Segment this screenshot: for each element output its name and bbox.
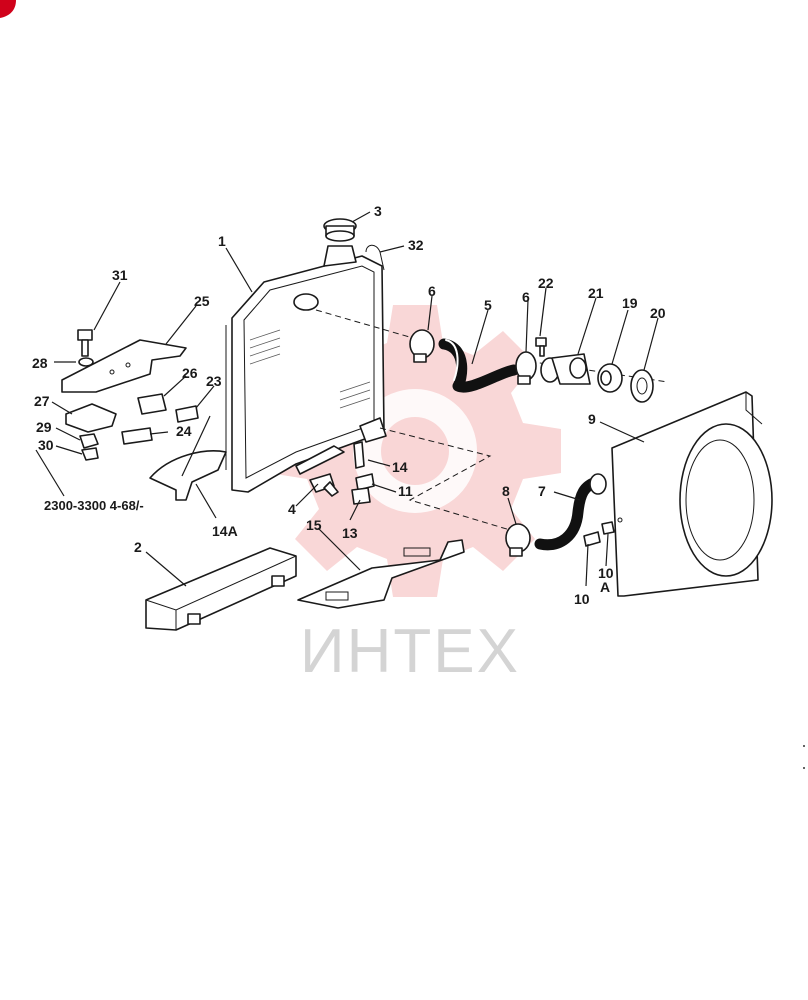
pipe-14 <box>353 441 365 469</box>
clamp-6-left <box>409 329 435 363</box>
corner-marker <box>0 0 16 18</box>
overflow-tube-32 <box>365 244 385 271</box>
fitting-11 <box>355 473 375 491</box>
callout-10-A: A <box>600 579 610 595</box>
callout-14A: 14A <box>212 523 238 539</box>
callout-1: 1 <box>218 233 226 249</box>
bolt-10-right <box>601 521 615 535</box>
callout-21: 21 <box>588 285 604 301</box>
callout-31: 31 <box>112 267 128 283</box>
shield-14A <box>149 450 227 501</box>
gasket-20 <box>630 369 654 403</box>
bolt-22 <box>535 337 547 357</box>
radiator-1 <box>225 255 387 493</box>
callout-29: 29 <box>36 419 52 435</box>
plate-24 <box>121 427 153 445</box>
clip-23 <box>175 405 199 423</box>
callout-15: 15 <box>306 517 322 533</box>
callout-2: 2 <box>134 539 142 555</box>
nut-29 <box>79 433 99 449</box>
radiator-core-mesh <box>249 329 371 409</box>
drain-cock-4 <box>309 473 339 497</box>
tank-2 <box>145 547 297 631</box>
callout-3: 3 <box>374 203 382 219</box>
callout-labels: 1 2 3 4 5 6 6 7 8 9 10 10 A 11 13 14 14A… <box>32 203 666 607</box>
callout-7: 7 <box>538 483 546 499</box>
edge-mark <box>803 745 805 747</box>
callout-19: 19 <box>622 295 638 311</box>
outlet-21 <box>540 353 591 385</box>
callout-28: 28 <box>32 355 48 371</box>
clamp-6-right <box>515 351 537 385</box>
filler-neck <box>323 245 357 267</box>
callout-32: 32 <box>408 237 424 253</box>
watermark-text: ИНТЕХ <box>300 617 520 686</box>
thermostat-19 <box>597 363 623 393</box>
diagram-caption: 2300-3300 4-68/- <box>44 498 144 513</box>
callout-11: 11 <box>398 483 413 499</box>
nut-30 <box>81 447 99 461</box>
washer-28 <box>78 357 94 367</box>
nut-13 <box>351 487 371 505</box>
callout-14: 14 <box>392 459 408 475</box>
callout-23: 23 <box>206 373 222 389</box>
callout-25: 25 <box>194 293 210 309</box>
bracket-26 <box>137 393 167 415</box>
hose-7 <box>534 473 607 551</box>
edge-mark <box>803 767 805 769</box>
callout-10-right: 10 <box>598 565 614 581</box>
callout-22: 22 <box>538 275 554 291</box>
callout-9: 9 <box>588 411 596 427</box>
callout-24: 24 <box>176 423 192 439</box>
shroud-9 <box>611 391 773 597</box>
callout-6-left: 6 <box>428 283 436 299</box>
callout-26: 26 <box>182 365 198 381</box>
clamp-8 <box>505 523 531 557</box>
bolt-31 <box>77 329 93 357</box>
callout-5: 5 <box>484 297 492 313</box>
callout-10-left: 10 <box>574 591 590 607</box>
plate-15 <box>297 539 465 609</box>
hose-5 <box>438 338 520 393</box>
callout-4: 4 <box>288 501 296 517</box>
bracket-25 <box>61 339 187 393</box>
bolt-10-left <box>583 531 601 547</box>
leader-lines <box>35 211 659 587</box>
plate-27 <box>65 403 117 433</box>
callout-6-right: 6 <box>522 289 530 305</box>
callout-27: 27 <box>34 393 50 409</box>
callout-20: 20 <box>650 305 666 321</box>
callout-13: 13 <box>342 525 358 541</box>
callout-8: 8 <box>502 483 510 499</box>
callout-30: 30 <box>38 437 54 453</box>
cap-3 <box>323 218 357 242</box>
